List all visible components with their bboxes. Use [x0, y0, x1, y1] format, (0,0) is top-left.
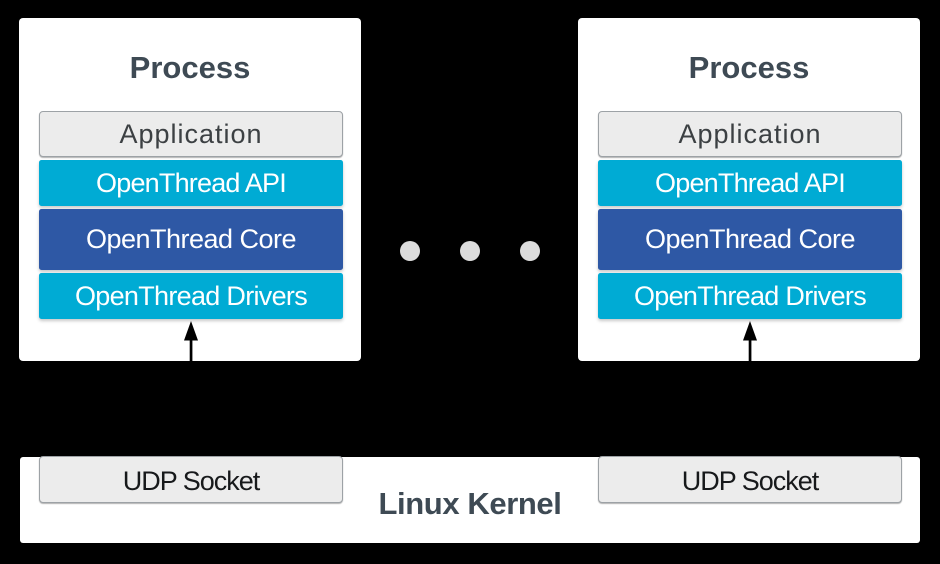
linux-kernel-bar: UDP Socket Linux Kernel UDP Socket — [20, 456, 920, 543]
arrow-up-icon — [743, 321, 757, 361]
ellipsis-dot — [400, 241, 420, 261]
udp-socket-box-left: UDP Socket — [39, 456, 343, 503]
ellipsis-dot — [520, 241, 540, 261]
ellipsis-dot — [460, 241, 480, 261]
application-box: Application — [39, 111, 343, 157]
openthread-api-box: OpenThread API — [598, 160, 902, 206]
openthread-drivers-box: OpenThread Drivers — [39, 273, 343, 319]
process-title: Process — [129, 50, 251, 85]
openthread-core-box: OpenThread Core — [39, 209, 343, 270]
udp-socket-box-right: UDP Socket — [598, 456, 902, 503]
openthread-api-box: OpenThread API — [39, 160, 343, 206]
openthread-core-box: OpenThread Core — [598, 209, 902, 270]
application-box: Application — [598, 111, 902, 157]
process-title: Process — [688, 50, 810, 85]
linux-kernel-label: Linux Kernel — [378, 486, 562, 521]
arrow-up-icon — [184, 321, 198, 361]
process-card-left: Process Application OpenThread API OpenT… — [19, 18, 361, 361]
openthread-drivers-box: OpenThread Drivers — [598, 273, 902, 319]
process-card-right: Process Application OpenThread API OpenT… — [578, 18, 920, 361]
